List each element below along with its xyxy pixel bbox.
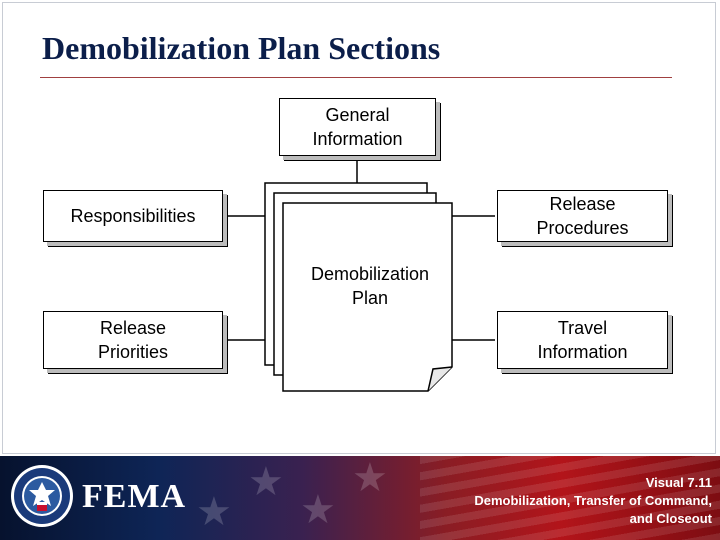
slide-title: Demobilization Plan Sections	[42, 30, 441, 66]
node-release-priorities: Release Priorities	[43, 311, 223, 369]
diagram-center-label: Demobilization Plan	[310, 264, 430, 308]
visual-number: Visual 7.11	[645, 475, 712, 490]
visual-caption: Visual 7.11 Demobilization, Transfer of …	[474, 474, 712, 528]
star-icon: ★	[248, 460, 284, 504]
footer-banner: ★ ★ ★ ★ FEMA Visual 7.11 Demobilization,…	[0, 456, 720, 540]
star-icon: ★	[352, 456, 388, 500]
plan-page-fold	[427, 366, 453, 392]
star-icon: ★	[300, 488, 336, 532]
fema-logo: FEMA	[82, 478, 187, 515]
title-underline	[40, 77, 672, 78]
diagram-connectors	[227, 158, 495, 392]
node-general-information: General Information	[279, 98, 436, 156]
plan-document-stack	[264, 182, 453, 392]
flag-stripes	[420, 456, 720, 540]
visual-course-line1: Demobilization, Transfer of Command,	[474, 493, 712, 508]
node-travel-information: Travel Information	[497, 311, 668, 369]
star-icon: ★	[196, 490, 232, 534]
visual-course-line2: and Closeout	[629, 511, 712, 526]
dhs-seal-icon	[11, 465, 73, 527]
node-release-procedures: Release Procedures	[497, 190, 668, 242]
node-responsibilities: Responsibilities	[43, 190, 223, 242]
